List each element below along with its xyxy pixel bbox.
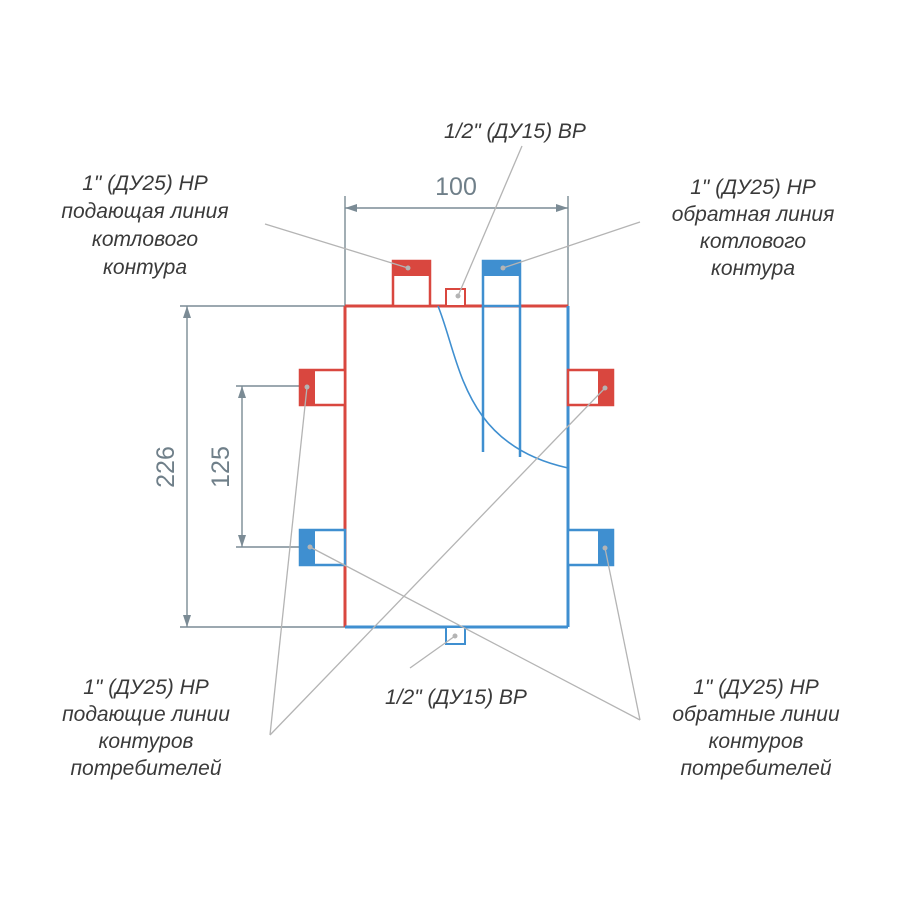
spacing-dimension: 125 xyxy=(207,385,300,548)
boiler-return-label: 1" (ДУ25) НР обратная линия котлового ко… xyxy=(672,176,835,280)
consumer-supply-port-left xyxy=(298,368,347,407)
boiler-return-label-line-4: контура xyxy=(711,257,795,280)
boiler-supply-label-line-2: подающая линия xyxy=(61,200,228,223)
consumer-supply-label: 1" (ДУ25) НР подающие линии контуров пот… xyxy=(62,676,230,780)
boiler-supply-label-line-1: 1" (ДУ25) НР xyxy=(82,172,208,195)
boiler-supply-label-line-3: котлового xyxy=(92,228,198,251)
top-small-port xyxy=(445,288,466,307)
internal-flow-curve xyxy=(437,305,569,469)
top-port-label: 1/2" (ДУ15) ВР xyxy=(444,120,586,143)
boiler-supply-label-line-4: контура xyxy=(103,256,187,279)
consumer-return-port-left xyxy=(298,528,347,567)
consumer-return-label-line-1: 1" (ДУ25) НР xyxy=(693,676,819,699)
boiler-return-label-line-1: 1" (ДУ25) НР xyxy=(690,176,816,199)
leader-lines xyxy=(264,145,641,736)
boiler-supply-port xyxy=(391,259,432,308)
consumer-return-label-line-3: контуров xyxy=(708,730,803,753)
consumer-return-label: 1" (ДУ25) НР обратные линии контуров пот… xyxy=(672,676,840,780)
consumer-supply-label-line-2: подающие линии xyxy=(62,703,230,726)
boiler-supply-label: 1" (ДУ25) НР подающая линия котлового ко… xyxy=(61,172,228,279)
consumer-return-label-line-2: обратные линии xyxy=(672,703,840,726)
consumer-return-label-line-4: потребителей xyxy=(680,757,831,780)
separator-body xyxy=(343,304,570,629)
height-dimension-value: 226 xyxy=(152,446,180,488)
width-dimension-value: 100 xyxy=(435,173,477,201)
boiler-return-port xyxy=(481,259,522,457)
bottom-port-label: 1/2" (ДУ15) ВР xyxy=(385,686,527,709)
width-dimension: 100 xyxy=(344,173,569,306)
boiler-return-label-line-2: обратная линия xyxy=(672,203,835,226)
consumer-return-port-right xyxy=(566,528,615,567)
consumer-supply-label-line-3: контуров xyxy=(98,730,193,753)
height-dimension: 226 xyxy=(152,305,345,628)
spacing-dimension-value: 125 xyxy=(207,446,235,488)
boiler-return-label-line-3: котлового xyxy=(700,230,806,253)
consumer-supply-label-line-4: потребителей xyxy=(70,757,221,780)
consumer-supply-label-line-1: 1" (ДУ25) НР xyxy=(83,676,209,699)
